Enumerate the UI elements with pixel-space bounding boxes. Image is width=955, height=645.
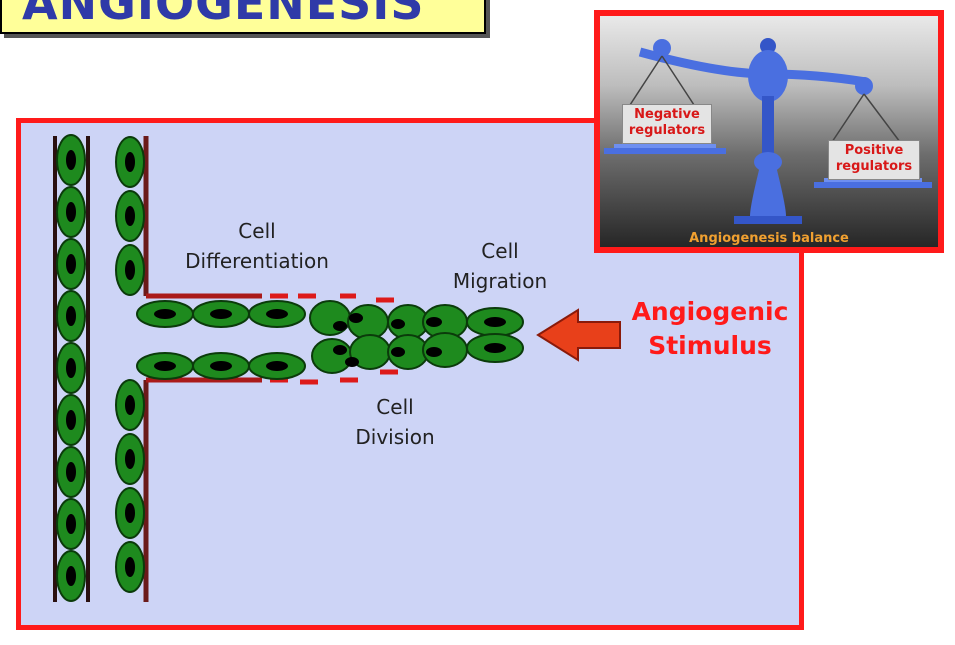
vessel-nuclei-right [125,152,135,577]
label-cell-differentiation: Cell Differentiation [162,216,352,276]
label-mig-line1: Cell [481,239,519,263]
title-box [0,0,486,34]
label-diff-line1: Cell [238,219,276,243]
neg-line1: Negative [634,107,700,122]
negative-regulators-box: Negative regulators [622,104,712,144]
vessel-cells-right [115,136,145,593]
label-div-line2: Division [355,425,435,449]
label-stim-line1: Angiogenic [631,297,789,326]
pos-line2: regulators [835,159,913,174]
sprout-nuclei-flat [154,309,288,371]
angiogenesis-balance-inset: Negative regulators Positive regulators … [594,10,944,253]
left-arrow-icon [536,308,621,362]
label-div-line1: Cell [376,395,414,419]
label-stim-line2: Stimulus [648,331,772,360]
sprout-cells-round [309,300,524,374]
label-angiogenic-stimulus: Angiogenic Stimulus [620,295,800,363]
label-mig-line2: Migration [452,269,548,293]
label-diff-line2: Differentiation [185,249,329,273]
neg-line2: regulators [628,123,706,138]
pos-line1: Positive [844,143,904,158]
dashed-wall-bottom [270,369,398,385]
vessel-nuclei-left [66,150,76,586]
label-cell-migration: Cell Migration [432,236,568,296]
balance-caption: Angiogenesis balance [689,231,849,246]
positive-regulators-box: Positive regulators [828,140,920,180]
balance-scale-icon [604,38,932,224]
dashed-wall-top [270,293,394,303]
page-title: ANGIOGENESIS [22,0,425,30]
label-cell-division: Cell Division [330,392,460,452]
sprout-nuclei-round [333,313,506,367]
